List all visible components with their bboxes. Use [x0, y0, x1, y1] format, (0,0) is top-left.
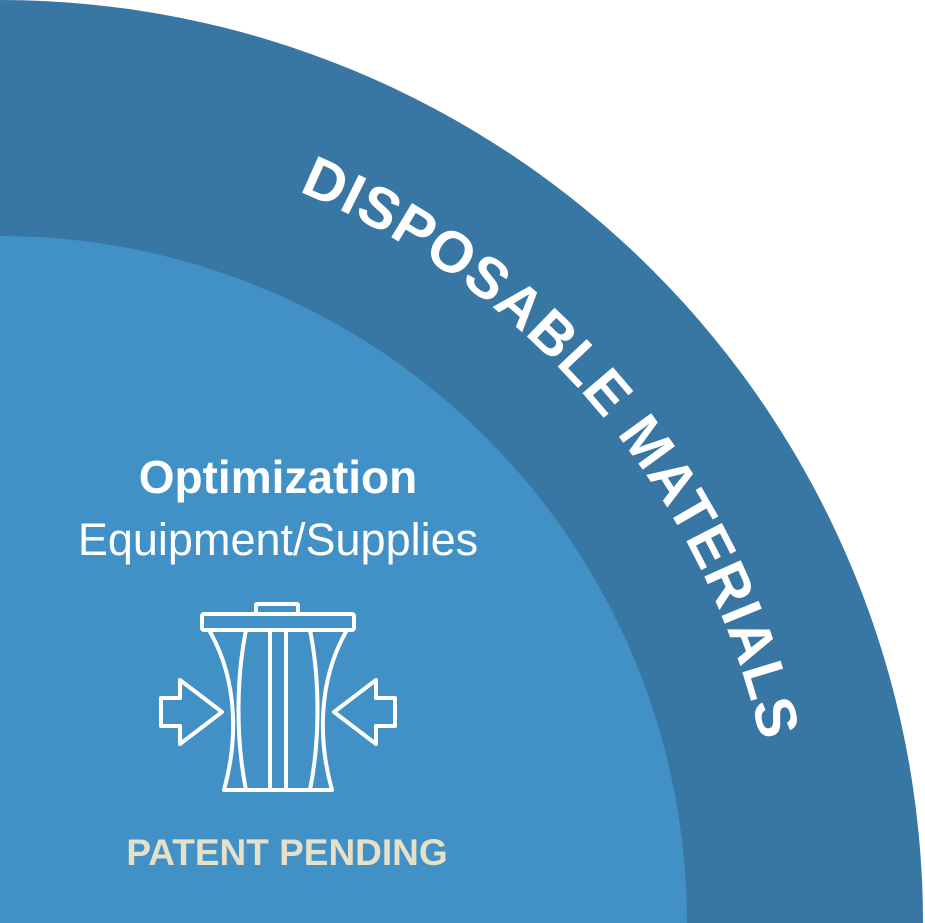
compressed-trash-can-icon [159, 602, 397, 792]
section-subheading: Equipment/Supplies [78, 514, 478, 565]
section-heading: Optimization [139, 451, 418, 503]
inner-quarter-disc [0, 236, 687, 923]
patent-pending-badge: PATENT PENDING [126, 832, 447, 873]
